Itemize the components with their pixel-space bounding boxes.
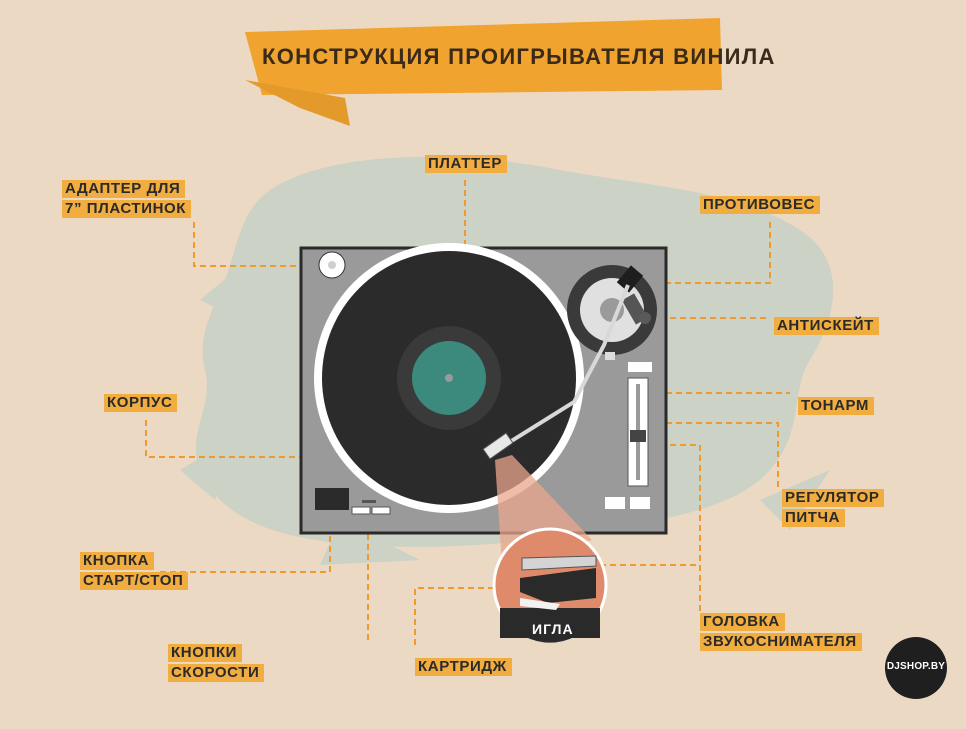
label-counterweight-text: ПРОТИВОВЕС — [700, 196, 820, 214]
label-body-text: КОРПУС — [104, 394, 178, 412]
label-tonearm: ТОНАРМ — [798, 396, 875, 416]
label-pitch-line2: ПИТЧА — [782, 509, 846, 527]
antiskate-knob — [639, 312, 651, 324]
leader-counterweight — [632, 222, 771, 284]
pitch-slider-knob — [630, 430, 646, 442]
label-speed: КНОПКИ СКОРОСТИ — [168, 643, 265, 683]
needle-zoom — [492, 527, 608, 643]
label-adapter: АДАПТЕР ДЛЯ 7” ПЛАСТИНОК — [62, 179, 192, 219]
label-counterweight: ПРОТИВОВЕС — [700, 195, 820, 215]
label-antiskate: АНТИСКЕЙТ — [774, 316, 879, 336]
turntable-body — [299, 243, 668, 535]
label-headshell: ГОЛОВКА ЗВУКОСНИМАТЕЛЯ — [700, 612, 862, 652]
logo-text: DJSHOP.BY — [886, 661, 946, 672]
label-adapter-line2: 7” ПЛАСТИНОК — [62, 200, 192, 218]
label-pitch: РЕГУЛЯТОР ПИТЧА — [782, 488, 885, 528]
leader-adapter — [193, 222, 318, 267]
label-speed-line1: КНОПКИ — [168, 644, 242, 662]
leader-headshell-top — [500, 444, 701, 565]
label-body: КОРПУС — [104, 393, 178, 413]
label-headshell-line1: ГОЛОВКА — [700, 613, 785, 631]
label-tonearm-text: ТОНАРМ — [798, 397, 875, 415]
leader-pitch — [636, 422, 779, 490]
page-title: КОНСТРУКЦИЯ ПРОИГРЫВАТЕЛЯ ВИНИЛА — [262, 44, 776, 69]
label-pitch-line1: РЕГУЛЯТОР — [782, 489, 885, 507]
speed-button-45 — [371, 506, 391, 515]
label-speed-line2: СКОРОСТИ — [168, 664, 265, 682]
label-cartridge-text: КАРТРИДЖ — [415, 658, 512, 676]
label-antiskate-text: АНТИСКЕЙТ — [774, 317, 879, 335]
label-needle: ИГЛА — [532, 621, 574, 637]
djshop-logo — [885, 637, 947, 699]
label-headshell-line2: ЗВУКОСНИМАТЕЛЯ — [700, 633, 862, 651]
counterweight — [616, 265, 644, 293]
tonearm — [503, 284, 630, 447]
leader-headshell — [600, 564, 701, 612]
label-cartridge: КАРТРИДЖ — [415, 657, 512, 677]
label-startstop: КНОПКА СТАРТ/СТОП — [80, 551, 189, 591]
start-stop-button — [315, 488, 349, 510]
headshell — [482, 432, 514, 460]
leader-body — [145, 420, 318, 458]
label-platter: ПЛАТТЕР — [425, 154, 507, 174]
speed-button-33 — [351, 506, 371, 515]
label-adapter-line1: АДАПТЕР ДЛЯ — [62, 180, 186, 198]
label-startstop-line1: КНОПКА — [80, 552, 155, 570]
label-startstop-line2: СТАРТ/СТОП — [80, 572, 189, 590]
title-banner — [245, 18, 722, 126]
label-platter-text: ПЛАТТЕР — [425, 155, 507, 173]
